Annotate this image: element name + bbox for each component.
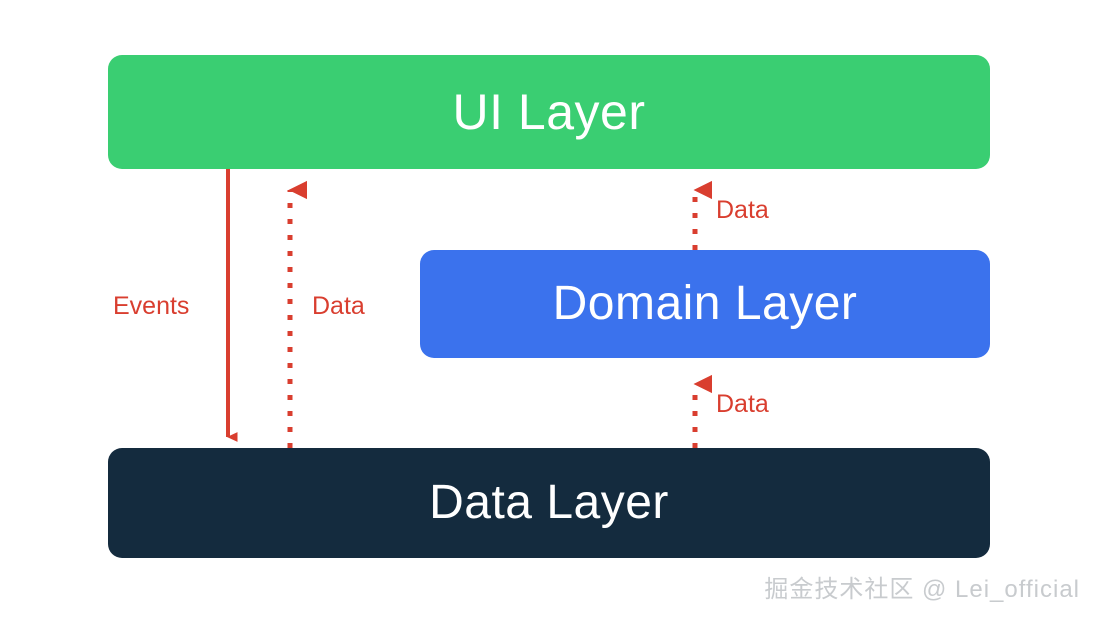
data-layer-box[interactable]: Data Layer: [108, 448, 990, 558]
connector-label-events: Events: [113, 292, 190, 320]
connector-label-domain-to-ui: Data: [716, 196, 769, 224]
watermark: 掘金技术社区 @ Lei_official: [764, 576, 1080, 603]
connector-label-data-to-ui: Data: [312, 292, 365, 320]
connector-label-data-to-domain: Data: [716, 390, 769, 418]
ui-layer-label: UI Layer: [452, 84, 646, 140]
data-layer-label: Data Layer: [429, 476, 669, 529]
domain-layer-box[interactable]: Domain Layer: [420, 250, 990, 358]
ui-layer-box[interactable]: UI Layer: [108, 55, 990, 169]
domain-layer-label: Domain Layer: [552, 277, 858, 330]
